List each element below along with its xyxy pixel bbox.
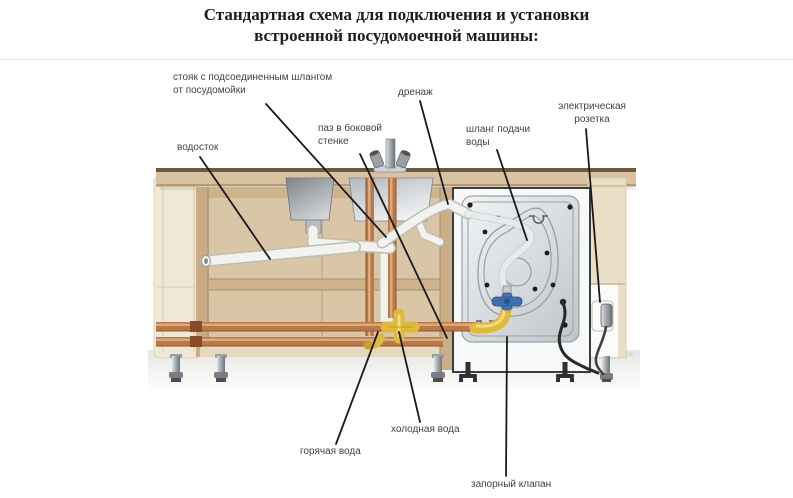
power-plug xyxy=(600,303,613,328)
label-shutoff-valve: запорный клапан xyxy=(471,479,552,490)
pipe-coupling xyxy=(190,321,202,332)
shutoff-elbow xyxy=(469,304,512,334)
leader-shutoff-valve xyxy=(505,336,508,477)
drain-plumbing xyxy=(200,198,535,296)
leader-outlet xyxy=(585,128,601,303)
label-drainage: дренаж xyxy=(398,87,433,98)
leader-drainage xyxy=(419,100,449,205)
dishwasher-legs xyxy=(459,362,574,382)
cabinet-legs xyxy=(169,354,613,382)
page-title: Стандартная схема для подключения и уста… xyxy=(0,4,793,46)
label-electrical-outlet: электрическая розетка xyxy=(558,101,626,125)
hose-clip-top xyxy=(529,215,548,224)
leader-supply-hose xyxy=(496,149,528,241)
title-line-1: Стандартная схема для подключения и уста… xyxy=(203,5,590,24)
leader-hot-water xyxy=(335,331,379,445)
leader-groove xyxy=(359,153,448,339)
pipe-coupling xyxy=(190,336,202,347)
dishwasher-back-panel xyxy=(461,195,580,343)
title-divider xyxy=(0,59,793,60)
title-line-2: встроенной посудомоечной машины: xyxy=(254,26,539,45)
faucet xyxy=(369,138,411,173)
leader-lines xyxy=(199,100,601,477)
label-cold-water: холодная вода xyxy=(391,424,460,435)
electrical xyxy=(557,298,614,376)
shutoff-valve xyxy=(491,285,523,311)
label-sink-drain: водосток xyxy=(177,142,219,153)
leader-cold-water xyxy=(398,331,421,423)
leader-sink-drain xyxy=(199,156,271,260)
label-water-supply-hose: шланг подачи воды xyxy=(466,124,531,148)
copper-supply-lines xyxy=(156,321,478,347)
label-standpipe: стояк с подсоединенным шлангом от посудо… xyxy=(173,72,333,96)
label-side-wall-groove: паз в боковой стенке xyxy=(318,123,383,147)
label-hot-water: горячая вода xyxy=(300,446,361,457)
power-cord xyxy=(557,301,600,375)
leader-standpipe xyxy=(265,103,387,238)
